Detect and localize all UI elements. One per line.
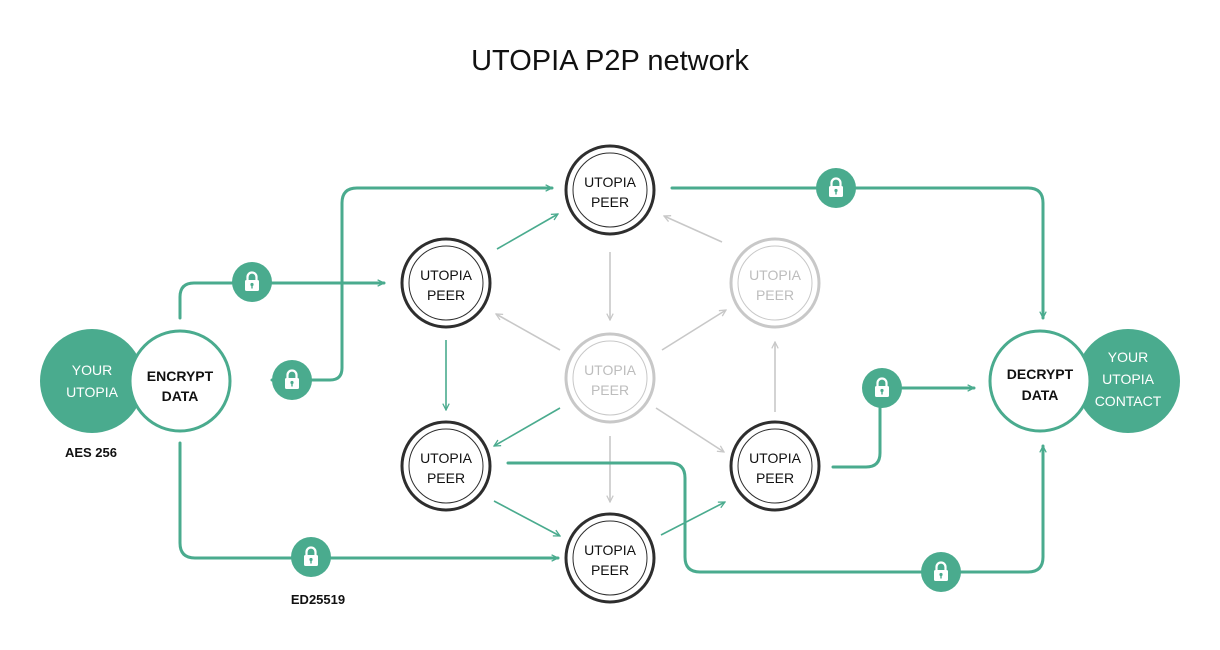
peer-label-line-1: UTOPIA xyxy=(749,450,802,466)
contact-line-1: YOUR xyxy=(1108,349,1148,365)
peer-label-line-2: PEER xyxy=(427,287,465,303)
peer-node-bottom: UTOPIA PEER xyxy=(564,512,656,604)
peer-label-line-1: UTOPIA xyxy=(420,450,473,466)
peer-label-line-2: PEER xyxy=(591,562,629,578)
peer-label-line-2: PEER xyxy=(427,470,465,486)
padlock-icon xyxy=(921,552,961,592)
encrypt-line-2: DATA xyxy=(162,388,199,404)
mesh-connections xyxy=(496,216,775,502)
peer-label-line-1: UTOPIA xyxy=(420,267,473,283)
decrypt-line-1: DECRYPT xyxy=(1007,366,1074,382)
peer-label-line-1: UTOPIA xyxy=(749,267,802,283)
peer-label-line-2: PEER xyxy=(756,470,794,486)
route-top-peer-to-decrypt xyxy=(670,186,1043,320)
peer-label-line-1: UTOPIA xyxy=(584,542,637,558)
peer-label-line-1: UTOPIA xyxy=(584,174,637,190)
cipher-label: AES 256 xyxy=(65,445,117,460)
arrow-center-to-lower-right xyxy=(655,407,724,452)
padlock-icon xyxy=(862,368,902,408)
contact-line-2: UTOPIA xyxy=(1102,371,1155,387)
encrypted-routes xyxy=(178,186,1043,574)
peer-node-top: UTOPIA PEER xyxy=(564,144,656,236)
peer-label-line-2: PEER xyxy=(591,194,629,210)
padlock-icon xyxy=(232,262,272,302)
green-peer-connections xyxy=(446,214,725,537)
route-lower-left-peer-to-decrypt xyxy=(506,444,1043,574)
peer-node-lower-left: UTOPIA PEER xyxy=(400,420,492,512)
your-utopia-line-2: UTOPIA xyxy=(66,384,119,400)
encrypt-line-1: ENCRYPT xyxy=(147,368,214,384)
peer-label-line-1: UTOPIA xyxy=(584,362,637,378)
arrow-upper-left-to-top xyxy=(496,214,558,250)
route-encrypt-to-bottom-peer xyxy=(178,441,560,558)
diagram-title: UTOPIA P2P network xyxy=(471,45,749,77)
peer-node-center-inactive: UTOPIA PEER xyxy=(564,332,656,424)
peer-node-upper-right-inactive: UTOPIA PEER xyxy=(729,237,821,329)
contact-line-3: CONTACT xyxy=(1095,393,1162,409)
arrow-center-to-upper-right xyxy=(661,310,726,351)
route-encrypt-to-top-peer xyxy=(270,188,554,382)
arrow-center-to-lower-left xyxy=(494,407,561,446)
peer-node-upper-left: UTOPIA PEER xyxy=(400,237,492,329)
padlock-icon xyxy=(291,537,331,577)
route-lower-right-peer-to-decrypt xyxy=(831,388,976,469)
padlock-icon xyxy=(272,360,312,400)
peer-label-line-2: PEER xyxy=(756,287,794,303)
padlock-icon xyxy=(816,168,856,208)
contact-node: YOUR UTOPIA CONTACT xyxy=(1076,329,1180,433)
your-utopia-node: YOUR UTOPIA xyxy=(40,329,144,433)
route-encrypt-to-upper-left-peer xyxy=(178,283,386,320)
encrypt-data-node: ENCRYPT DATA xyxy=(128,329,232,433)
arrow-center-to-upper-left xyxy=(496,314,561,351)
arrow-upper-right-to-top xyxy=(664,216,723,243)
signature-label: ED25519 xyxy=(291,592,345,607)
your-utopia-line-1: YOUR xyxy=(72,362,112,378)
decrypt-data-node: DECRYPT DATA xyxy=(988,329,1092,433)
peer-node-lower-right: UTOPIA PEER xyxy=(729,420,821,512)
decrypt-line-2: DATA xyxy=(1022,387,1059,403)
arrow-lower-left-to-bottom xyxy=(493,500,560,537)
peer-label-line-2: PEER xyxy=(591,382,629,398)
arrow-bottom-to-lower-right xyxy=(660,501,725,536)
